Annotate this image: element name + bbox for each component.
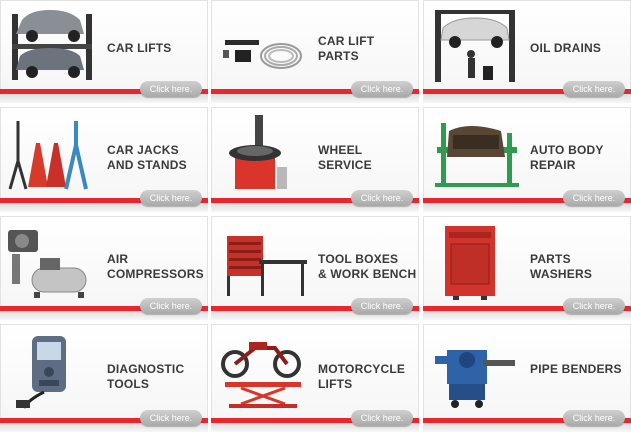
pipe-bender-icon bbox=[427, 330, 523, 410]
accent-bar bbox=[423, 418, 631, 423]
click-here-button[interactable]: Click here. bbox=[563, 81, 625, 97]
click-here-button[interactable]: Click here. bbox=[351, 410, 413, 426]
body-frame-icon bbox=[427, 113, 523, 193]
accent-bar bbox=[423, 198, 631, 203]
accent-bar bbox=[423, 89, 631, 94]
click-here-button[interactable]: Click here. bbox=[351, 190, 413, 206]
car-lift-icon bbox=[4, 6, 100, 86]
click-here-button[interactable]: Click here. bbox=[563, 298, 625, 314]
accent-bar bbox=[0, 198, 208, 203]
tile-tool-boxes[interactable]: TOOL BOXES& WORK BENCH Click here. bbox=[211, 216, 419, 320]
parts-washer-icon bbox=[427, 222, 523, 302]
click-here-button[interactable]: Click here. bbox=[140, 410, 202, 426]
accent-bar bbox=[423, 306, 631, 311]
tile-label: TOOL BOXES& WORK BENCH bbox=[318, 252, 417, 281]
tool-box-icon bbox=[215, 222, 311, 302]
click-here-button[interactable]: Click here. bbox=[563, 190, 625, 206]
tire-changer-icon bbox=[215, 113, 311, 193]
click-here-button[interactable]: Click here. bbox=[351, 298, 413, 314]
click-here-button[interactable]: Click here. bbox=[351, 81, 413, 97]
click-here-button[interactable]: Click here. bbox=[563, 410, 625, 426]
accent-bar bbox=[211, 306, 419, 311]
motorcycle-lift-icon bbox=[215, 330, 311, 410]
air-compressor-icon bbox=[4, 222, 100, 302]
click-here-button[interactable]: Click here. bbox=[140, 298, 202, 314]
tile-car-lifts[interactable]: CAR LIFTS Click here. bbox=[0, 0, 208, 103]
oil-drain-icon bbox=[427, 6, 523, 86]
lift-parts-icon bbox=[215, 6, 311, 86]
accent-bar bbox=[211, 89, 419, 94]
click-here-button[interactable]: Click here. bbox=[140, 190, 202, 206]
diagnostic-scanner-icon bbox=[4, 330, 100, 410]
accent-bar bbox=[211, 198, 419, 203]
click-here-button[interactable]: Click here. bbox=[140, 81, 202, 97]
tile-label: CAR LIFTS bbox=[107, 41, 172, 55]
accent-bar bbox=[211, 418, 419, 423]
accent-bar bbox=[0, 306, 208, 311]
tile-oil-drains[interactable]: OIL DRAINS Click here. bbox=[423, 0, 631, 103]
tile-label: OIL DRAINS bbox=[530, 41, 602, 55]
tile-pipe-benders[interactable]: PIPE BENDERS Click here. bbox=[423, 324, 631, 432]
tile-label: PIPE BENDERS bbox=[530, 362, 622, 376]
jack-stands-icon bbox=[4, 113, 100, 193]
accent-bar bbox=[0, 418, 208, 423]
accent-bar bbox=[0, 89, 208, 94]
